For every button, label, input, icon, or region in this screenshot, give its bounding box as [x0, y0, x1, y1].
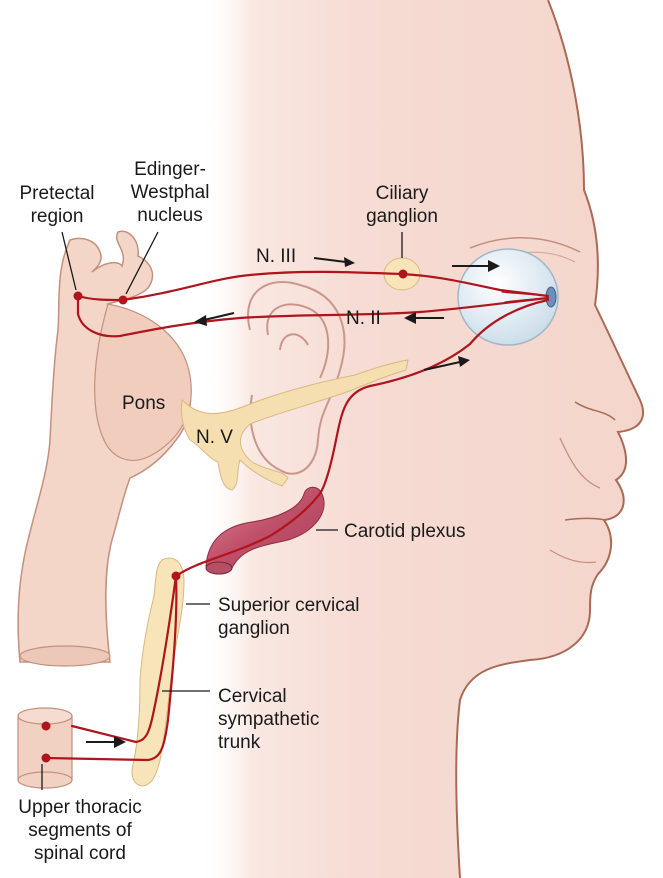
- pons-label: Pons: [122, 393, 166, 414]
- pretectal-leader: [61, 231, 77, 291]
- pretectal-region-label: Pretectal region: [19, 183, 95, 227]
- n3-pathway: [121, 270, 550, 302]
- n2-label: N. II: [346, 308, 381, 329]
- face-profile-outline: [455, 0, 645, 878]
- iris: [545, 286, 557, 308]
- pons: [94, 303, 192, 461]
- edinger-westphal-label: Edinger- Westphal nucleus: [130, 159, 210, 226]
- spinal-synapse-dot-upper: [41, 721, 51, 731]
- eyeball: [457, 248, 559, 346]
- carotid-cut-end: [205, 561, 233, 575]
- n3-label: N. III: [256, 246, 297, 267]
- spinal-cut-face: [19, 645, 111, 667]
- carotid-plexus-label: Carotid plexus: [344, 521, 466, 542]
- sympathetic-pathway-trunk-2: [44, 574, 178, 762]
- head-silhouette: [200, 0, 644, 878]
- sympathetic-pathway-trunk: [70, 574, 178, 744]
- arrow-left-icon: [404, 312, 444, 324]
- pretectal-synapse-dot: [73, 291, 83, 301]
- superior-cervical-synapse-dot: [171, 571, 181, 581]
- lips-line: [564, 517, 606, 521]
- carotid-artery: [205, 486, 325, 569]
- ciliary-synapse-dot: [398, 269, 408, 279]
- sympathetic-pathway-upper: [174, 298, 550, 578]
- ciliary-to-eye-branches: [501, 291, 549, 303]
- edinger-synapse-dot: [118, 295, 128, 305]
- ciliary-ganglion-label: Ciliary ganglion: [366, 183, 438, 227]
- upper-thoracic-label: Upper thoracic segments of spinal cord: [18, 797, 142, 864]
- arrow-left-icon: [194, 312, 235, 326]
- nostril: [574, 401, 616, 421]
- eyebrow: [469, 237, 581, 253]
- n5-label: N. V: [196, 427, 233, 448]
- spinal-synapse-dot-lower: [41, 753, 51, 763]
- arrow-right-icon: [423, 356, 470, 371]
- thoracic-spinal-cord: [17, 707, 73, 789]
- arrow-right-icon: [86, 736, 126, 748]
- nasolabial-fold: [559, 437, 601, 489]
- chin-crease: [549, 549, 597, 564]
- superior-cervical-ganglion-label: Superior cervical ganglion: [218, 595, 360, 639]
- n2-afferent-pathway: [76, 294, 550, 338]
- arrow-right-icon: [313, 257, 355, 267]
- trigeminal-nerve: [181, 359, 409, 491]
- cervical-sympathetic-trunk-label: Cervical sympathetic trunk: [218, 686, 320, 753]
- arrow-right-icon: [452, 260, 500, 272]
- edinger-leader: [125, 231, 159, 295]
